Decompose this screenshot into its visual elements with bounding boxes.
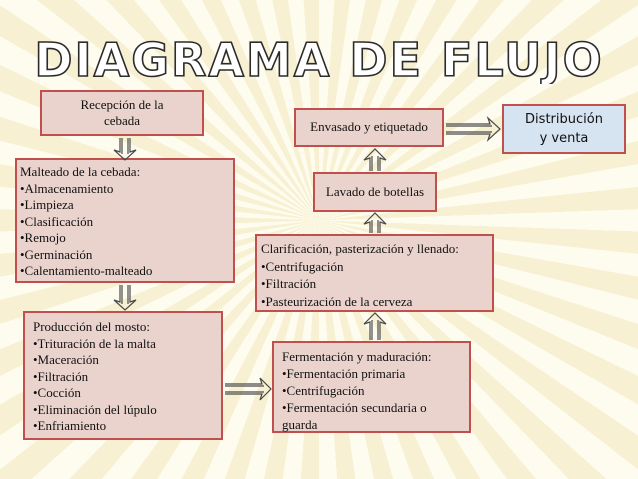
node-fermentacion-item: •Fermentación secundaria o <box>282 400 427 415</box>
node-clarificacion-item: •Centrifugación <box>261 258 344 274</box>
node-lavado-label: Lavado de botellas <box>325 183 425 199</box>
node-fermentacion-heading: Fermentación y maduración: <box>282 349 432 364</box>
node-malteado-item: •Germinación <box>20 246 93 262</box>
node-clarificacion-heading: Clarificación, pasterización y llenado: <box>261 241 459 256</box>
node-mosto: Producción del mosto: •Trituración de la… <box>23 311 223 440</box>
node-envasado-label: Envasado y etiquetado <box>310 119 428 135</box>
node-recepcion-label: Recepción de la cebada <box>80 96 164 129</box>
node-distribucion-label: Distribución y venta <box>525 112 603 146</box>
node-envasado: Envasado y etiquetado <box>294 108 444 147</box>
node-mosto-item: •Cocción <box>33 385 81 400</box>
node-clarificacion-item: •Pasteurización de la cerveza <box>261 293 413 309</box>
node-malteado-heading: Malteado de la cebada: <box>20 164 141 179</box>
node-mosto-item: •Filtración <box>33 368 89 384</box>
node-clarificacion-item: •Filtración <box>261 276 317 291</box>
node-fermentacion-item: guarda <box>282 417 318 432</box>
node-recepcion: Recepción de la cebada <box>40 90 204 136</box>
node-fermentacion: Fermentación y maduración: •Fermentación… <box>272 341 471 433</box>
node-fermentacion-item: •Fermentación primaria <box>282 366 406 381</box>
node-distribucion: Distribución y venta <box>502 104 626 154</box>
node-malteado-item: •Clasificación <box>20 213 94 229</box>
page-title: DIAGRAMA DE FLUJO <box>34 32 603 84</box>
node-malteado-item: •Calentamiento-malteado <box>20 263 153 278</box>
node-malteado-item: •Limpieza <box>20 197 74 212</box>
page-title-text: DIAGRAMA DE FLUJO <box>34 33 603 84</box>
node-mosto-item: •Maceración <box>33 352 99 367</box>
node-malteado-item: •Remojo <box>20 230 66 245</box>
node-mosto-heading: Producción del mosto: <box>33 319 150 334</box>
node-mosto-item: •Trituración de la malta <box>33 335 156 351</box>
node-malteado-item: •Almacenamiento <box>20 180 114 196</box>
node-fermentacion-item: •Centrifugación <box>282 383 365 398</box>
node-mosto-item: •Eliminación del lúpulo <box>33 401 157 417</box>
node-clarificacion: Clarificación, pasterización y llenado: … <box>255 234 494 312</box>
node-mosto-item: •Enfriamiento <box>33 418 107 433</box>
node-lavado: Lavado de botellas <box>313 172 437 212</box>
node-malteado: Malteado de la cebada: •Almacenamiento •… <box>15 158 235 283</box>
